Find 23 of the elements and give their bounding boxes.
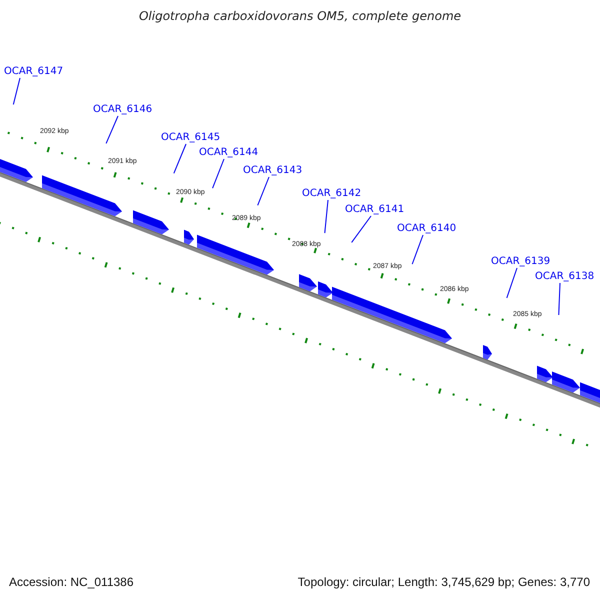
gene-label: OCAR_6146	[93, 103, 152, 116]
leader-line	[324, 200, 328, 234]
gene-label: OCAR_6142	[302, 187, 362, 200]
gene-label: OCAR_6144	[199, 146, 258, 159]
gene-label: OCAR_6138	[535, 270, 594, 283]
leader-line	[412, 234, 424, 265]
leader-line	[506, 268, 518, 298]
leader-line	[257, 176, 270, 206]
diagram-title: Oligotropha carboxidovorans OM5, complete genome	[138, 9, 462, 23]
footer-text: Accession: NC_011386	[9, 575, 134, 590]
footer-text: Topology: circular; Length: 3,745,629 bp; Genes: 3,770	[298, 575, 590, 590]
gene-label: OCAR_6143	[243, 164, 302, 177]
leader-line	[173, 144, 186, 174]
gene-label: OCAR_6139	[491, 255, 550, 268]
leader-line	[212, 158, 224, 189]
leader-line	[351, 216, 372, 243]
gene-label: OCAR_6141	[345, 203, 404, 216]
gene-label: OCAR_6140	[397, 222, 456, 235]
leader-line	[558, 282, 560, 316]
leader-line	[12, 78, 20, 106]
gene-label: OCAR_6147	[4, 65, 64, 78]
leader-line	[106, 116, 118, 144]
gene-label: OCAR_6145	[161, 131, 220, 144]
